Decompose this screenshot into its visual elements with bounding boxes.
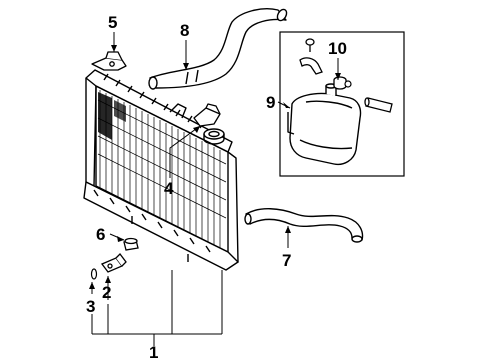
reservoir-cap (333, 76, 347, 90)
leader-arrows (89, 45, 341, 289)
radiator-support-upper (193, 103, 221, 127)
o-ring (90, 268, 98, 280)
callout-10: 10 (328, 39, 347, 58)
overflow-tube (364, 97, 393, 113)
radiator-bracket (91, 51, 127, 71)
drain-plug (123, 237, 139, 251)
radiator-cap (203, 128, 225, 145)
reservoir-group-box (279, 31, 405, 177)
hose-clamp (344, 80, 352, 88)
callout-4: 4 (164, 179, 174, 198)
drain-cock (100, 253, 127, 273)
upper-radiator-hose (148, 8, 288, 90)
callout-3: 3 (86, 297, 95, 316)
radiator-fins (97, 90, 227, 250)
callout-7: 7 (282, 251, 291, 270)
callout-5: 5 (108, 13, 117, 32)
callout-2: 2 (102, 283, 111, 302)
reservoir-overflow-hose (299, 38, 323, 75)
callout-8: 8 (180, 21, 189, 40)
lower-radiator-hose (244, 208, 364, 243)
radiator (83, 69, 239, 271)
coolant-reservoir (287, 83, 362, 166)
callout-1: 1 (149, 343, 158, 360)
radiator-right-tank (227, 151, 239, 263)
radiator-top-tank (85, 69, 233, 153)
radiator-left-side (85, 78, 97, 187)
callout-9: 9 (266, 93, 275, 112)
callout-6: 6 (96, 225, 105, 244)
